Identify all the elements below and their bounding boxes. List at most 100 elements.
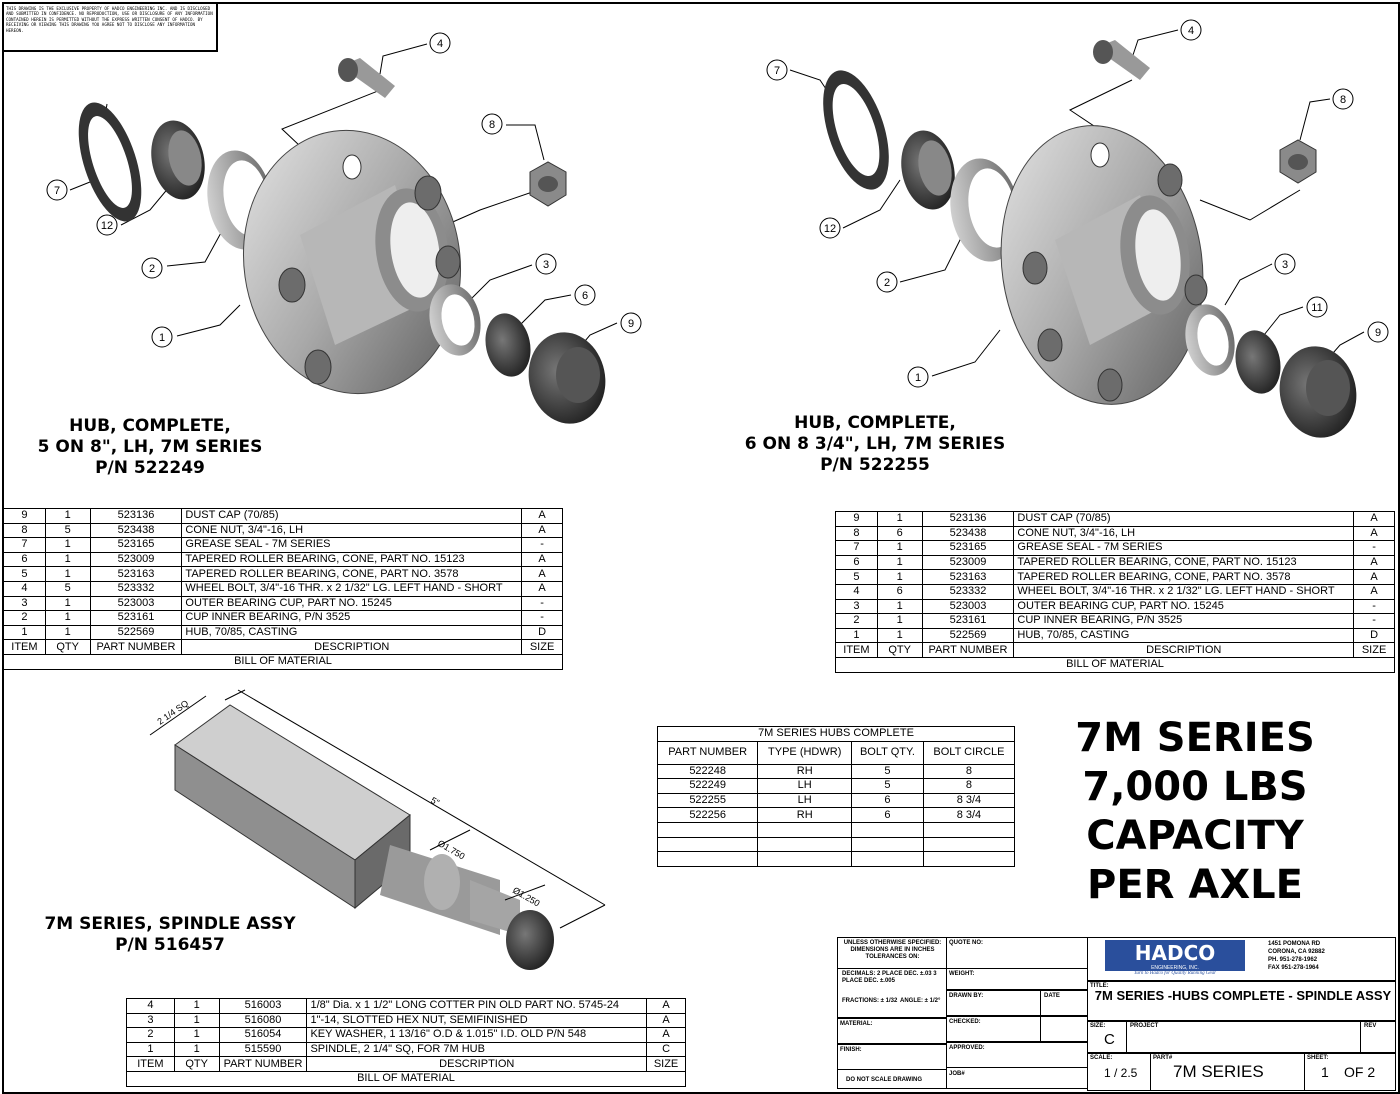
bom-cell: 523332 — [89, 580, 183, 597]
bom-header-cell: SIZE — [646, 1056, 686, 1072]
bom-cell: 522569 — [89, 624, 183, 641]
bom-cell: OUTER BEARING CUP, PART NO. 15245 — [181, 595, 523, 612]
hub1-balloon: 4 — [437, 38, 443, 50]
bom-cell: 523163 — [89, 566, 183, 582]
bom-cell: 5 — [44, 580, 91, 597]
bom-cell: D — [521, 624, 563, 641]
hub1-balloon: 12 — [101, 220, 113, 232]
quote-no-label: QUOTE NO: — [949, 940, 983, 946]
hubs-cell — [922, 836, 1016, 853]
hubs-cell: 6 — [851, 792, 924, 809]
bom-cell: 1 — [3, 624, 46, 641]
approved-label: APPROVED: — [949, 1045, 985, 1051]
bom-cell: 1 — [835, 627, 878, 644]
bom-cell: 1 — [876, 511, 923, 527]
bom-cell: 5 — [835, 569, 878, 585]
hub2-balloon: 9 — [1375, 327, 1381, 339]
hub2-balloon: 4 — [1188, 25, 1194, 37]
hub2-balloon: 11 — [1311, 302, 1322, 314]
drawn-by-label: DRAWN BY: — [949, 993, 984, 999]
bom-cell: GREASE SEAL - 7M SERIES — [1013, 540, 1355, 556]
bom-cell: 523165 — [921, 540, 1015, 556]
bom-cell: A — [646, 1012, 686, 1029]
bom-cell: 5 — [44, 522, 91, 539]
hub2-balloon: 7 — [774, 65, 780, 77]
title-label: TITLE: — [1090, 983, 1109, 989]
bom-cell: 1 — [44, 508, 91, 524]
bom-header-cell: ITEM — [126, 1056, 175, 1072]
spindle-dim: 5" — [429, 795, 441, 808]
bom-cell: CUP INNER BEARING, P/N 3525 — [181, 610, 523, 626]
hubs-cell — [922, 851, 1016, 867]
bom-cell: 1 — [44, 537, 91, 553]
bom-cell: 1 — [173, 998, 220, 1014]
hub1-balloon: 3 — [543, 259, 549, 271]
rev-label: REV — [1364, 1023, 1377, 1029]
bom-cell: 3 — [3, 595, 46, 612]
bom-caption: BILL OF MATERIAL — [126, 1070, 686, 1087]
hubs-row — [656, 836, 1016, 853]
date-label: DATE — [1044, 993, 1060, 999]
bom-header-cell: DESCRIPTION — [181, 639, 523, 655]
bom-cell: A — [521, 580, 563, 597]
hub1-balloon: 9 — [628, 318, 634, 330]
part-value: 7M SERIES — [1173, 1062, 1264, 1081]
bom-cell: 1 — [44, 551, 91, 568]
bom-cell: 4 — [3, 580, 46, 597]
bom-cell: TAPERED ROLLER BEARING, CONE, PART NO. 1… — [181, 551, 523, 568]
hubs-cell — [656, 821, 759, 838]
angle-note: ANGLE: ± 1/2° — [900, 998, 941, 1004]
bom-cell: - — [1353, 598, 1395, 615]
hubs-cell — [757, 821, 853, 838]
project-label: PROJECT — [1130, 1023, 1159, 1029]
bom-cell: 523438 — [89, 522, 183, 539]
bom-cell: 4 — [126, 998, 175, 1014]
bom-cell: A — [521, 566, 563, 582]
hadco-logo: HADCO — [1105, 940, 1245, 966]
bom-cell: 516003 — [218, 998, 308, 1014]
spindle-dim: 2 1/4 SQ — [155, 698, 190, 727]
hadco-tagline: Turn to Hadco for Quality Running Gear — [1133, 971, 1217, 976]
sheet-number: 1 — [1321, 1064, 1329, 1080]
bom-cell: GREASE SEAL - 7M SERIES — [181, 537, 523, 553]
bom-cell: - — [521, 595, 563, 612]
bom-cell: 523161 — [921, 613, 1015, 629]
bom-cell: CONE NUT, 3/4"-16, LH — [181, 522, 523, 539]
bom-cell: 523003 — [921, 598, 1015, 615]
hubs-cell: LH — [757, 778, 853, 794]
bom-cell: 1 — [44, 624, 91, 641]
bom-caption: BILL OF MATERIAL — [3, 653, 563, 670]
material-label: MATERIAL: — [840, 1021, 873, 1027]
bom-cell: A — [646, 998, 686, 1014]
hub2-balloon: 1 — [915, 372, 921, 384]
bom-cell: A — [521, 522, 563, 539]
hubs-cell: 522249 — [656, 778, 759, 794]
bom-cell: - — [521, 610, 563, 626]
bom-cell: 4 — [835, 583, 878, 600]
bom-cell: D — [1353, 627, 1395, 644]
hubs-row — [656, 821, 1016, 838]
bom-cell: 1 — [876, 554, 923, 571]
hubs-row — [656, 851, 1016, 867]
hubs-cell: 6 — [851, 807, 924, 823]
